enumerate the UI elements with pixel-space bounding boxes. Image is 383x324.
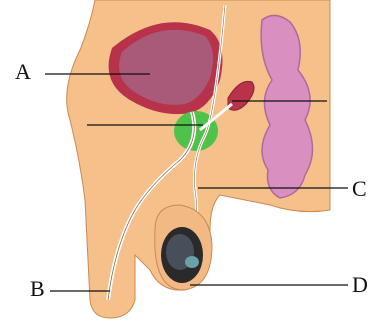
label-c: C [352,178,367,200]
label-b: B [30,278,45,300]
epididymis [185,256,199,268]
label-a: A [15,61,31,83]
label-d: D [352,274,368,296]
